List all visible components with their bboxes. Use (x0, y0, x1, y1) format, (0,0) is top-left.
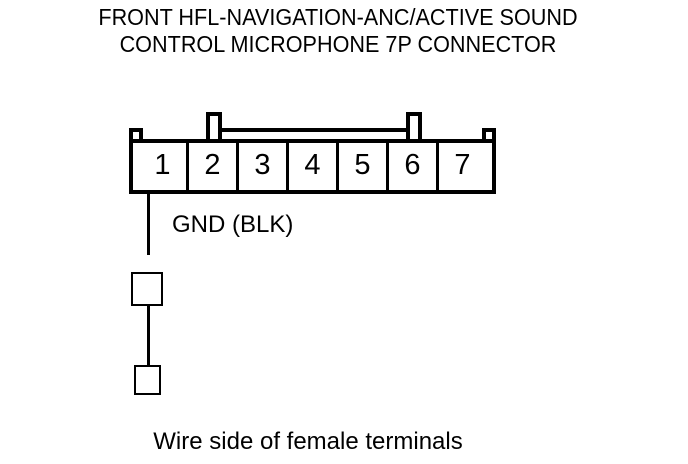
pin-row: 1 2 3 4 5 6 7 (139, 143, 486, 190)
pin-cell-6: 6 (389, 143, 439, 190)
pin-cell-2: 2 (189, 143, 239, 190)
terminal-square-small (134, 365, 161, 395)
pin-cell-7: 7 (439, 143, 486, 190)
pin-cell-5: 5 (339, 143, 389, 190)
pin-number-2: 2 (204, 149, 221, 181)
pin-number-1: 1 (154, 149, 171, 181)
latch-post-left (206, 112, 222, 140)
shell-shoulder-right (482, 128, 496, 140)
pin-cell-1: 1 (139, 143, 189, 190)
pin-number-5: 5 (354, 149, 371, 181)
pin-number-6: 6 (404, 149, 421, 181)
diagram-caption: Wire side of female terminals (0, 428, 688, 456)
terminal-connector-line (147, 304, 150, 366)
pin-cell-4: 4 (289, 143, 339, 190)
diagram-title: FRONT HFL-NAVIGATION-ANC/ACTIVE SOUND CO… (0, 4, 688, 58)
pin-number-7: 7 (454, 149, 471, 181)
pin-number-4: 4 (304, 149, 321, 181)
caption-text: Wire side of female terminals (153, 428, 463, 455)
shell-shoulder-left (129, 128, 143, 140)
title-line-1: FRONT HFL-NAVIGATION-ANC/ACTIVE SOUND (98, 4, 578, 30)
wire-lead-pin-1 (147, 192, 150, 255)
wire-label-pin-1: GND (BLK) (172, 211, 294, 238)
connector-housing: 1 2 3 4 5 6 7 (129, 112, 496, 194)
pin-cell-3: 3 (239, 143, 289, 190)
latch-post-right (406, 112, 422, 140)
terminal-square-large (131, 272, 163, 306)
pin-number-3: 3 (254, 149, 271, 181)
latch-rail (206, 128, 422, 132)
title-line-2: CONTROL MICROPHONE 7P CONNECTOR (119, 31, 557, 57)
